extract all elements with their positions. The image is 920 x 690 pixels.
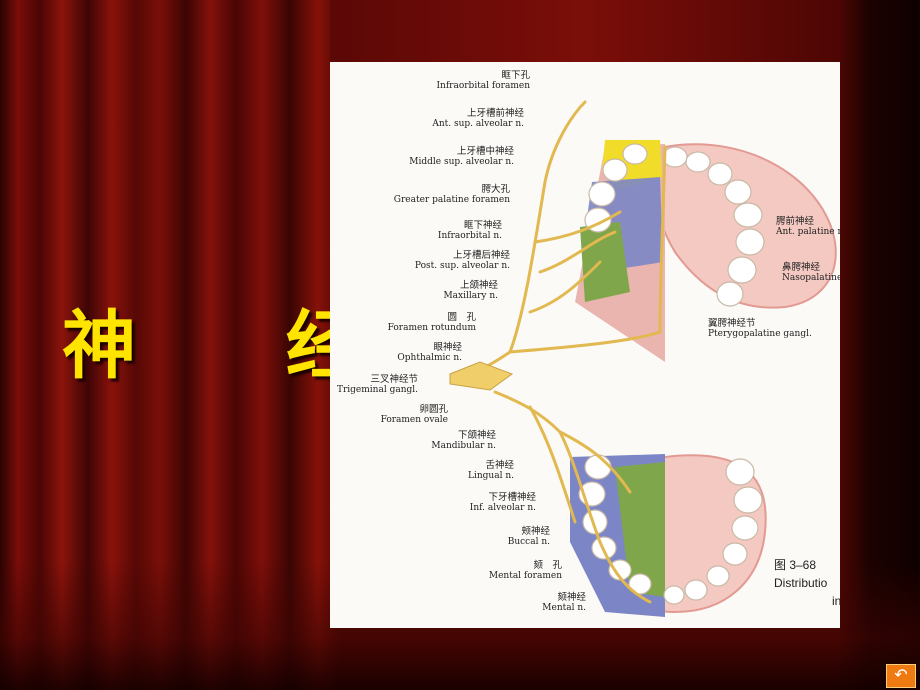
return-button[interactable]: ↶ <box>886 664 916 688</box>
return-arrow-icon: ↶ <box>894 665 908 684</box>
nerve-diagram-drawing <box>449 100 837 617</box>
figure-caption: 图 3–68 Distributio in <box>774 558 840 608</box>
slide-title: 神 经 <box>62 303 422 389</box>
curtain-valance <box>330 0 840 62</box>
